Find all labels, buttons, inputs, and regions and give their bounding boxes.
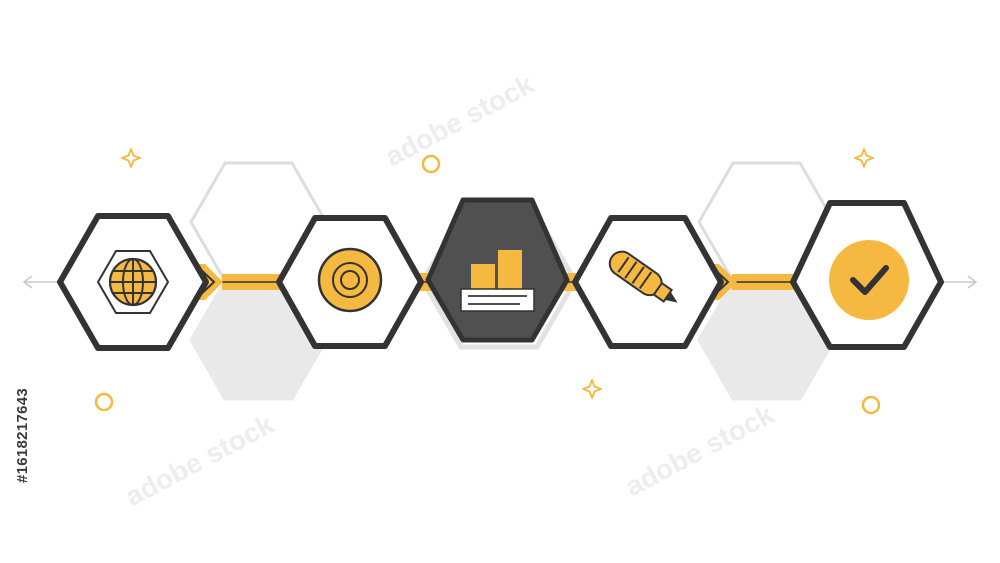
step-1 (57, 213, 209, 351)
watermark-text: adobe stock (620, 398, 779, 502)
sparkle-icon (582, 379, 602, 399)
sparkle-icon (121, 148, 141, 168)
step-hexagon (425, 197, 570, 343)
stock-id-text: #1618217643 (14, 387, 32, 483)
ring-icon (861, 395, 881, 415)
bar-chart-icon (460, 250, 535, 312)
ring-icon (94, 392, 114, 412)
sparkle-icon (854, 148, 874, 168)
ring-icon (421, 154, 441, 174)
watermark-text: adobe stock (120, 408, 279, 512)
checkmark-icon (829, 240, 909, 320)
step-5 (790, 200, 944, 350)
step-2 (276, 215, 424, 349)
chevron-arrow-icon (192, 264, 223, 300)
step-4 (572, 215, 724, 349)
watermark-text: adobe stock (380, 68, 539, 172)
marker-pen-icon (608, 250, 678, 303)
globe-icon (96, 250, 170, 314)
decorations (94, 148, 881, 415)
target-icon (317, 247, 383, 313)
chevron-arrow-icon (706, 264, 737, 300)
stock-id-label: #1618217643 (12, 320, 34, 550)
step-3 (425, 197, 570, 343)
axis-arrows (22, 275, 978, 289)
connector-4 (706, 264, 808, 300)
